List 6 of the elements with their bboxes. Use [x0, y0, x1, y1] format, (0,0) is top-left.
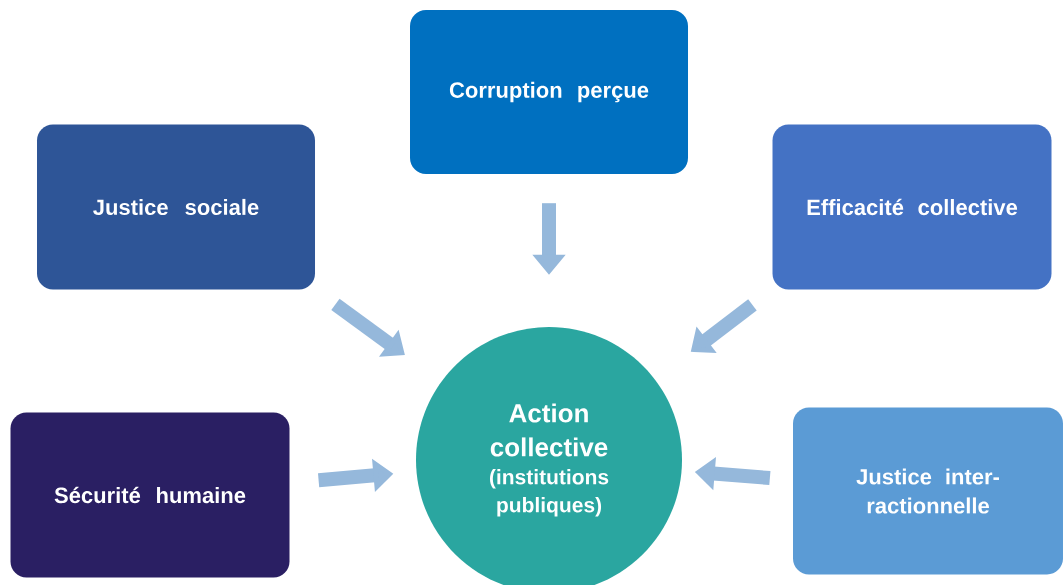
process-box: Corruption perçue — [410, 10, 688, 174]
process-box: Sécurité humaine — [10, 412, 290, 578]
process-box: Efficacité collective — [772, 124, 1052, 290]
arrow — [331, 298, 405, 357]
process-box: Justice sociale — [37, 124, 315, 290]
process-box: Justice inter-ractionnelle — [793, 407, 1063, 575]
